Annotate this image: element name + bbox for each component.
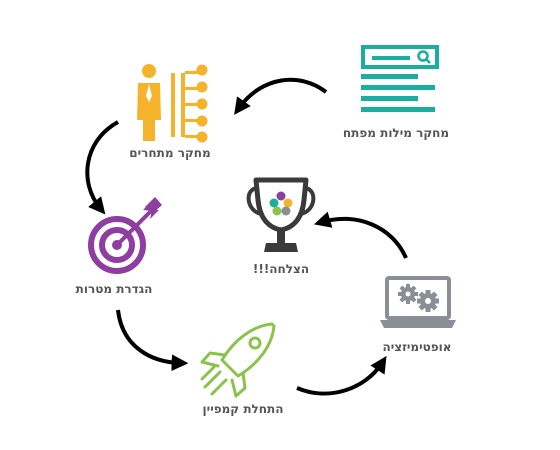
step-label-keyword-research: מחקר מילות מפתח	[342, 126, 450, 140]
step-label-optimization: אופטימיזציה	[382, 340, 452, 354]
arrow-campaign-to-optimization	[296, 355, 387, 396]
step-label-campaign-launch: התחלת קמפיין	[202, 402, 284, 416]
step-label-goal-definition: הגדרת מטרות	[75, 282, 153, 296]
arrow-keyword-to-competitor	[234, 77, 328, 115]
step-label-competitor-research: מחקר מתחרים	[129, 146, 211, 160]
arrow-competitor-to-goal	[85, 120, 120, 215]
center-label-success: הצלחה!!!	[252, 262, 310, 276]
arrow-goal-to-campaign	[116, 309, 189, 372]
arrow-optimization-to-success	[313, 211, 408, 259]
